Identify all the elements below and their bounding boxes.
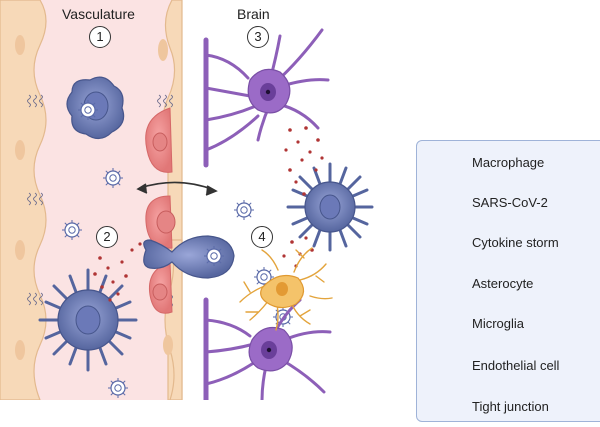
legend-label-endothelial: Endothelial cell bbox=[472, 358, 560, 373]
step-4-marker: 4 bbox=[251, 226, 273, 248]
legend-item-astrocyte: Asterocyte bbox=[417, 264, 600, 304]
step-2-marker: 2 bbox=[96, 226, 118, 248]
legend-item-macrophage: Macrophage bbox=[417, 143, 600, 183]
macrophage-vessel bbox=[66, 76, 125, 140]
left-endothelial-wall bbox=[0, 0, 47, 400]
endothelial-cells bbox=[145, 107, 176, 314]
legend-label-astrocyte: Asterocyte bbox=[472, 276, 534, 291]
legend: Macrophage SARS-CoV-2 Cytokine storm Ast… bbox=[416, 140, 600, 422]
legend-label-macrophage: Macrophage bbox=[472, 155, 545, 170]
legend-item-endothelial: Endothelial cell bbox=[417, 346, 600, 386]
astrocyte-bottom bbox=[203, 297, 332, 400]
legend-item-cytokine: Cytokine storm bbox=[417, 223, 600, 263]
microglia bbox=[239, 247, 333, 331]
legend-label-cytokine: Cytokine storm bbox=[472, 235, 559, 250]
macrophage-spiky-vessel bbox=[38, 268, 138, 372]
exchange-arrow bbox=[136, 181, 218, 196]
macrophage-brain bbox=[286, 162, 374, 252]
legend-item-virus: SARS-CoV-2 bbox=[417, 183, 600, 223]
legend-label-virus: SARS-CoV-2 bbox=[472, 195, 548, 210]
vessel bbox=[0, 0, 183, 400]
legend-item-tight-junction: Tight junction bbox=[417, 387, 600, 427]
brain-title: Brain bbox=[237, 6, 270, 22]
right-endothelial-wall bbox=[158, 0, 183, 400]
macrophage-crossing-barrier bbox=[143, 235, 235, 279]
diagram-canvas bbox=[0, 0, 459, 400]
step-1-marker: 1 bbox=[89, 26, 111, 48]
vasculature-title: Vasculature bbox=[62, 6, 135, 22]
legend-label-microglia: Microglia bbox=[472, 316, 525, 331]
legend-item-microglia: Microglia bbox=[417, 304, 600, 344]
legend-label-tight-junction: Tight junction bbox=[472, 399, 549, 414]
astrocyte-top bbox=[203, 28, 330, 168]
step-3-marker: 3 bbox=[247, 26, 269, 48]
